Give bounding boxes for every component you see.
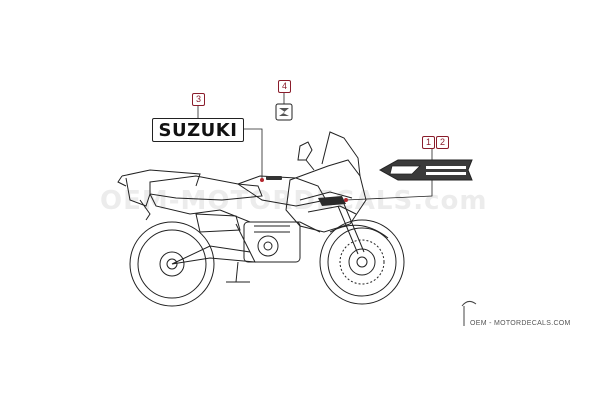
decal-1-2-graphic: [378, 159, 473, 181]
front-fairing: [285, 159, 367, 233]
decal-4-badge: [275, 103, 293, 121]
mirror: [297, 141, 313, 161]
fairing-decal: [318, 196, 346, 206]
callout-3: 3: [192, 93, 205, 106]
footer-brand-text: OEM - MOTORDECALS.COM: [470, 320, 571, 327]
callout-1: 1: [422, 136, 435, 149]
leader-dot-tank: [260, 178, 264, 182]
leader-dot-fairing: [344, 198, 348, 202]
footer-logo: [461, 300, 477, 326]
windscreen: [321, 131, 361, 177]
decal-3-suzuki-sticker: SUZUKI: [152, 118, 244, 142]
sticker-text: SUZUKI: [158, 120, 238, 141]
seat: [149, 175, 263, 201]
fuel-tank: [236, 175, 327, 207]
front-wheel: [319, 219, 405, 305]
callout-4: 4: [278, 80, 291, 93]
callout-2: 2: [436, 136, 449, 149]
watermark-text: OEM-MOTORDECALS.com: [100, 186, 488, 216]
exhaust: [195, 213, 241, 233]
rear-wheel: [129, 221, 215, 307]
tank-decal: [266, 176, 282, 180]
